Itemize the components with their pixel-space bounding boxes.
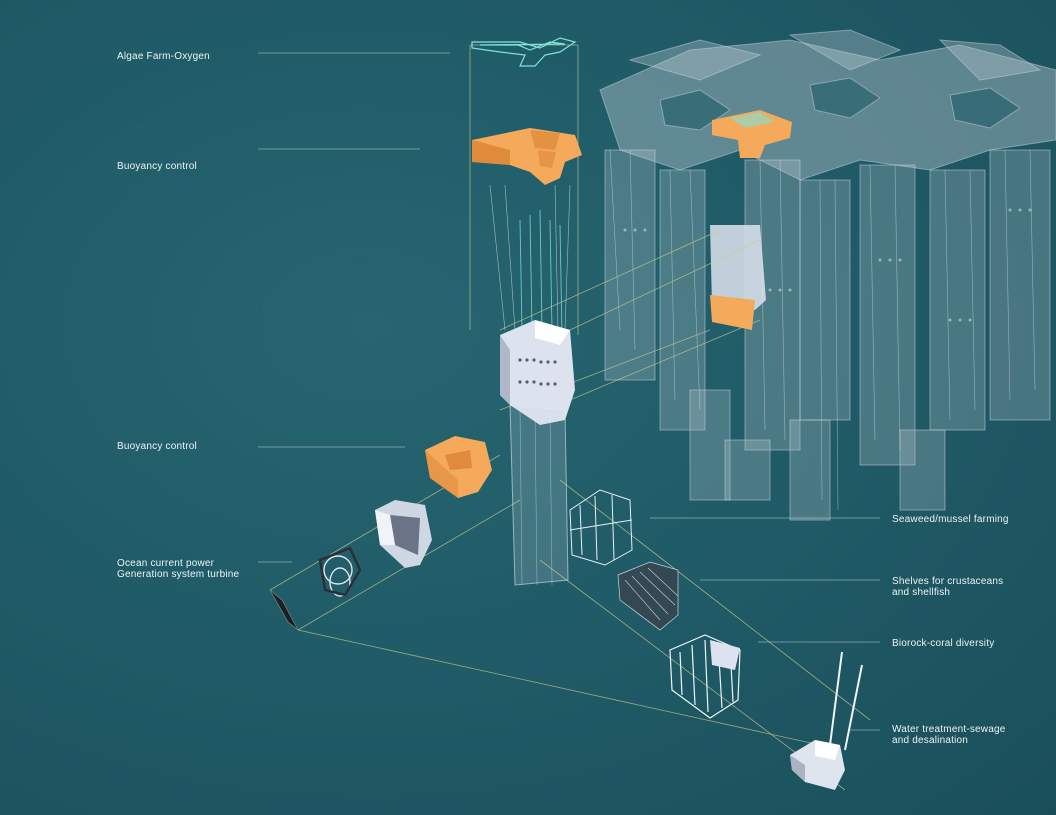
biorock-module xyxy=(669,634,741,719)
label-shelves-line1: Shelves for crustaceans xyxy=(892,576,1004,587)
label-shelves-line2: and shellfish xyxy=(892,587,951,598)
ghost-structure xyxy=(599,29,1056,521)
label-turbine-line1: Ocean current power xyxy=(117,558,215,569)
leader-lines xyxy=(258,52,880,731)
label-seaweed: Seaweed/mussel farming xyxy=(892,514,1009,525)
label-water-treatment: Water treatment-sewage and desalination xyxy=(892,724,1006,746)
paper-texture xyxy=(39,79,991,781)
perspective-guides xyxy=(269,44,871,791)
label-water-treatment-line1: Water treatment-sewage xyxy=(892,724,1006,735)
habitat-module xyxy=(500,320,575,586)
label-algae-farm-text: Algae Farm-Oxygen xyxy=(117,51,210,62)
shellfish-shelves-module xyxy=(617,561,679,631)
buoyancy-module-top xyxy=(472,128,582,185)
buoyancy-module-mid xyxy=(425,436,492,498)
turbine-rotor xyxy=(318,546,362,597)
label-water-treatment-line2: and desalination xyxy=(892,735,969,746)
label-shelves: Shelves for crustaceans and shellfish xyxy=(892,576,1003,598)
label-turbine: Ocean current power Generation system tu… xyxy=(117,558,239,580)
turbine-housing-module xyxy=(375,500,432,568)
water-treatment-module xyxy=(790,651,863,790)
label-buoyancy-control-mid-text: Buoyancy control xyxy=(117,441,197,452)
white-cables xyxy=(489,184,571,331)
label-buoyancy-control-top-text: Buoyancy control xyxy=(117,161,197,172)
seaweed-frame-module xyxy=(569,489,633,566)
label-seaweed-text: Seaweed/mussel farming xyxy=(892,514,1009,525)
algae-farm-module xyxy=(471,37,577,67)
label-buoyancy-control-mid: Buoyancy control xyxy=(117,441,197,452)
turbine-end-plate xyxy=(269,589,299,631)
label-biorock-text: Biorock-coral diversity xyxy=(892,638,995,649)
label-turbine-line2: Generation system turbine xyxy=(117,569,240,580)
cyan-cables xyxy=(519,209,563,336)
label-algae-farm: Algae Farm-Oxygen xyxy=(117,51,210,62)
ghost-buoyancy-highlight xyxy=(710,110,792,330)
label-buoyancy-control-top: Buoyancy control xyxy=(117,161,197,172)
label-biorock: Biorock-coral diversity xyxy=(892,638,994,649)
